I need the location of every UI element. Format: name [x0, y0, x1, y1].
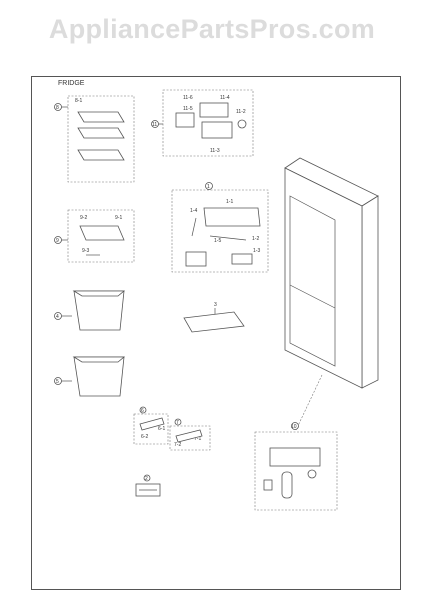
callout-label: 8-1: [75, 98, 82, 104]
rail-part-6: 6 6-2 6-1: [133, 406, 169, 445]
dispenser-part-10: 10: [254, 374, 338, 511]
refrigerator-cabinet: [284, 157, 379, 389]
callout-label: 6-2: [141, 434, 148, 440]
callout-label: 1: [207, 184, 210, 190]
callout-label: 11-3: [210, 148, 220, 154]
callout-marker: [139, 406, 147, 414]
callout-label: 7: [176, 420, 179, 426]
callout-label: 9-2: [80, 215, 87, 221]
glass-shelf: [77, 111, 125, 123]
callout-label: 1-4: [190, 208, 197, 214]
callout-label: 1-2: [252, 236, 259, 242]
callout-label: 7-1: [194, 436, 201, 442]
shelf-group-8: 8 8-1: [54, 95, 135, 183]
callout-label: 3: [214, 302, 217, 308]
callout-label: 10: [291, 424, 297, 430]
watermark-logo: AppliancePartsPros.com: [48, 14, 376, 44]
callout-label: 9: [56, 238, 59, 244]
callout-label: 4: [56, 314, 59, 320]
callout-label: 11-2: [236, 109, 246, 115]
glass-shelf: [77, 127, 125, 139]
callout-label: 11: [152, 122, 157, 128]
callout-label: 2: [145, 476, 148, 482]
callout-label: 11-6: [183, 95, 193, 101]
crisper-drawer-4: 4: [54, 290, 126, 331]
callout-marker: [205, 182, 213, 190]
callout-label: 8: [56, 105, 59, 111]
callout-label: 1-1: [226, 199, 233, 205]
callout-marker: [174, 418, 182, 426]
callout-marker: [291, 422, 299, 430]
callout-label: 11-5: [183, 106, 193, 112]
callout-label: 6: [141, 408, 144, 414]
glass-shelf: [79, 225, 125, 241]
callout-label: 7-2: [174, 442, 181, 448]
shelf-group-9: 9 9-2 9-1 9-3: [54, 209, 135, 263]
panel-group-1: 1 1-1 1-4 1-2 1-3 1-5: [171, 182, 269, 273]
knob-part-2: 2: [135, 474, 161, 497]
glass-shelf: [77, 149, 125, 161]
rail-part-7: 7 7-2 7-1: [169, 418, 211, 451]
callout-label: 1-3: [253, 248, 260, 254]
diagram-frame: [31, 76, 401, 590]
callout-label: 5: [56, 379, 59, 385]
icebox-group-11: 11 11-4 11-6 11-5 11-2 11-3: [151, 89, 254, 157]
callout-label: 6-1: [158, 426, 165, 432]
callout-label: 11-4: [220, 95, 230, 101]
crisper-drawer-5: 5: [54, 356, 126, 397]
filter-part-3: 3: [183, 302, 245, 333]
callout-label: 9-1: [115, 215, 122, 221]
callout-marker: [143, 474, 151, 482]
callout-label: 9-3: [82, 248, 89, 254]
section-label: FRIDGE: [58, 80, 85, 87]
callout-label: 1-5: [214, 238, 221, 244]
